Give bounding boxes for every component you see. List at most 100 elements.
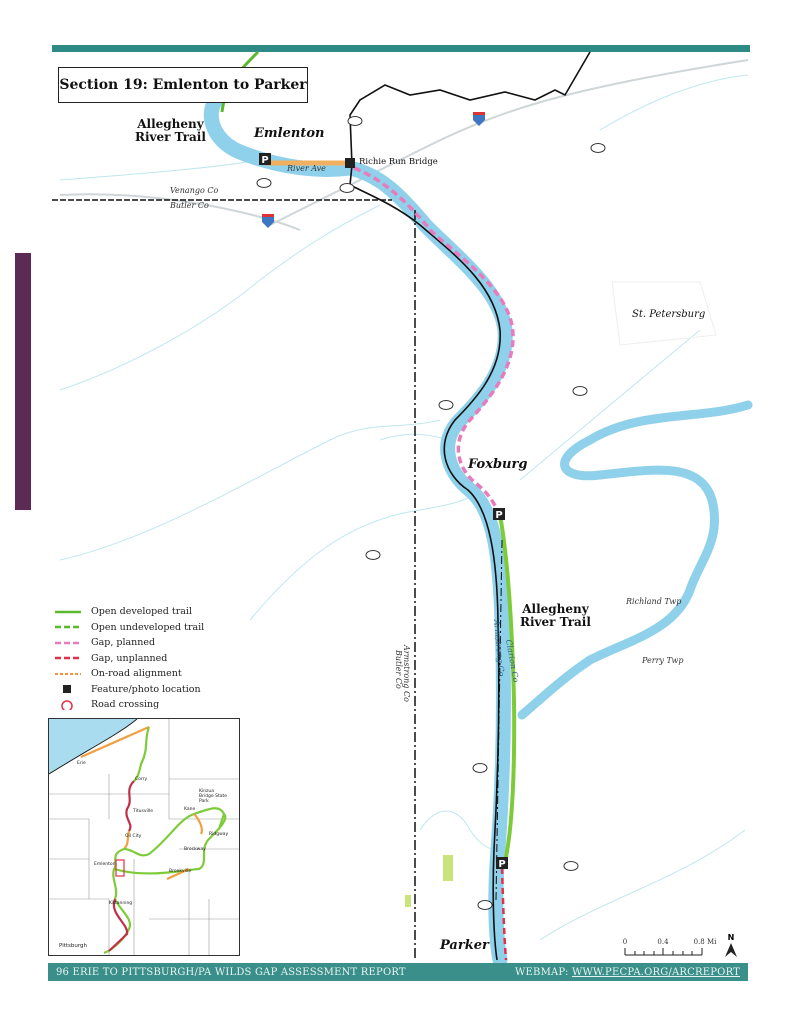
- inset-label-oil-city: Oil City: [125, 834, 142, 839]
- armstrong-co-label: Armstrong Co: [402, 644, 411, 702]
- header-bar: [52, 45, 750, 52]
- map-legend: Open developed trail Open undeveloped tr…: [55, 604, 204, 713]
- park-parcel: [443, 855, 453, 881]
- parking-icon[interactable]: P: [493, 508, 505, 521]
- svg-text:N: N: [728, 933, 735, 942]
- butler-co-label: Butler Co: [394, 649, 403, 689]
- inset-label-ridgway: Ridgway: [209, 832, 229, 837]
- svg-text:P: P: [261, 155, 268, 166]
- legend-label: Gap, planned: [91, 637, 156, 649]
- inset-label-kinzua: Kinzua Bridge State Park: [199, 789, 228, 804]
- route-shield-icon: [472, 763, 488, 773]
- scale-tick-0: 0: [623, 938, 627, 946]
- legend-item-feature: Feature/photo location: [55, 682, 204, 698]
- legend-item-open-undeveloped: Open undeveloped trail: [55, 620, 204, 636]
- legend-label: Open developed trail: [91, 606, 192, 618]
- footer-webmap: WEBMAP: WWW.PECPA.ORG/ARCREPORT: [515, 967, 740, 978]
- parking-icon[interactable]: P: [496, 857, 508, 870]
- feature-photo-location-icon[interactable]: [345, 158, 355, 168]
- trail-gap-unplanned[interactable]: [500, 867, 508, 961]
- webmap-link[interactable]: WWW.PECPA.ORG/ARCREPORT: [571, 966, 740, 978]
- inset-locator-map: Erie Corry Titusville Oil City Kane Kinz…: [48, 718, 240, 956]
- inset-label-brockway: Brockway: [184, 847, 206, 852]
- section-tab-marker: [15, 253, 31, 510]
- trail-label-line: Allegheny: [137, 117, 204, 131]
- clarion-armstrong-county-line: [495, 539, 503, 901]
- legend-item-gap-planned: Gap, planned: [55, 635, 204, 651]
- scale-tick-0-8: 0.8 Mi: [694, 938, 718, 946]
- inset-label-pittsburgh: Pittsburgh: [59, 943, 88, 949]
- allegheny-river: [203, 90, 513, 968]
- route-shield-icon: [477, 900, 493, 910]
- stream: [59, 419, 441, 561]
- river-ave-label: River Ave: [287, 164, 326, 173]
- legend-label: Open undeveloped trail: [91, 621, 205, 633]
- route-shield-icon: [438, 400, 454, 410]
- road: [59, 193, 301, 231]
- legend-label: Gap, unplanned: [91, 652, 168, 664]
- richland-twp-label: Richland Twp: [626, 597, 682, 606]
- trail-label-line: River Trail: [135, 130, 206, 144]
- parker-label: Parker: [440, 938, 489, 953]
- stream: [249, 489, 481, 621]
- scale-tick-0-4: 0.4: [657, 938, 669, 946]
- inset-label-erie: Erie: [77, 761, 86, 766]
- emlenton-label: Emlenton: [254, 126, 325, 141]
- route-shield-icon: [365, 550, 381, 560]
- parking-icon[interactable]: P: [259, 153, 271, 166]
- inset-trail-network: [80, 725, 227, 955]
- park-parcel: [405, 895, 411, 907]
- stream: [519, 329, 701, 481]
- route-shield-icon: [563, 861, 579, 871]
- butler-co-label: Butler Co: [170, 201, 209, 210]
- legend-item-road-crossing: Road crossing: [55, 697, 204, 713]
- perry-twp-label: Perry Twp: [642, 656, 684, 665]
- legend-label: On-road alignment: [91, 668, 182, 680]
- current-section-highlight: [115, 859, 125, 877]
- route-shields: [256, 116, 606, 910]
- inset-label-corry: Corry: [135, 777, 148, 782]
- streams: [59, 74, 749, 941]
- county-lines: [49, 719, 239, 955]
- trail-label-line: River Trail: [520, 615, 591, 629]
- st-petersburg-boundary: [611, 281, 717, 346]
- page-footer: 96 ERIE TO PITTSBURGH/PA WILDS GAP ASSES…: [48, 963, 748, 981]
- svg-text:P: P: [495, 510, 502, 521]
- stream: [599, 74, 749, 131]
- interstate-shield-icon: [473, 112, 485, 126]
- svg-text:P: P: [498, 859, 505, 870]
- route-shield-icon: [572, 386, 588, 396]
- clarion-river: [517, 400, 753, 720]
- page-title: Section 19: Emlenton to Parker: [58, 67, 308, 103]
- north-arrow-icon: N: [725, 933, 737, 957]
- trail-label-line: Allegheny: [522, 602, 589, 616]
- footer-report-title: 96 ERIE TO PITTSBURGH/PA WILDS GAP ASSES…: [56, 966, 406, 978]
- route-shield-icon: [256, 178, 272, 188]
- stream: [59, 204, 381, 391]
- legend-item-on-road: On-road alignment: [55, 666, 204, 682]
- inset-label-brookville: Brookville: [169, 869, 192, 874]
- legend-label: Feature/photo location: [91, 683, 201, 695]
- route-shield-icon: [339, 183, 355, 193]
- stream: [59, 159, 261, 181]
- inset-label-kane: Kane: [184, 807, 196, 812]
- scale-bar: [624, 948, 703, 956]
- trail-gap-planned[interactable]: [353, 166, 515, 513]
- highways: [59, 59, 749, 231]
- route-shield-icon: [590, 143, 606, 153]
- trail-open-developed-south[interactable]: [498, 514, 517, 863]
- legend-item-open-developed: Open developed trail: [55, 604, 204, 620]
- inset-label-titusville: Titusville: [133, 809, 154, 814]
- legend-item-gap-unplanned: Gap, unplanned: [55, 651, 204, 667]
- foxburg-label: Foxburg: [468, 457, 528, 472]
- interstate-shield-icon: [262, 214, 274, 228]
- stream: [419, 810, 499, 851]
- route-268-road: [349, 51, 591, 961]
- stream: [539, 829, 746, 941]
- st-petersburg-label: St. Petersburg: [632, 309, 706, 320]
- inset-label-kittanning: Kittanning: [109, 901, 133, 906]
- interstate-80: [269, 59, 749, 226]
